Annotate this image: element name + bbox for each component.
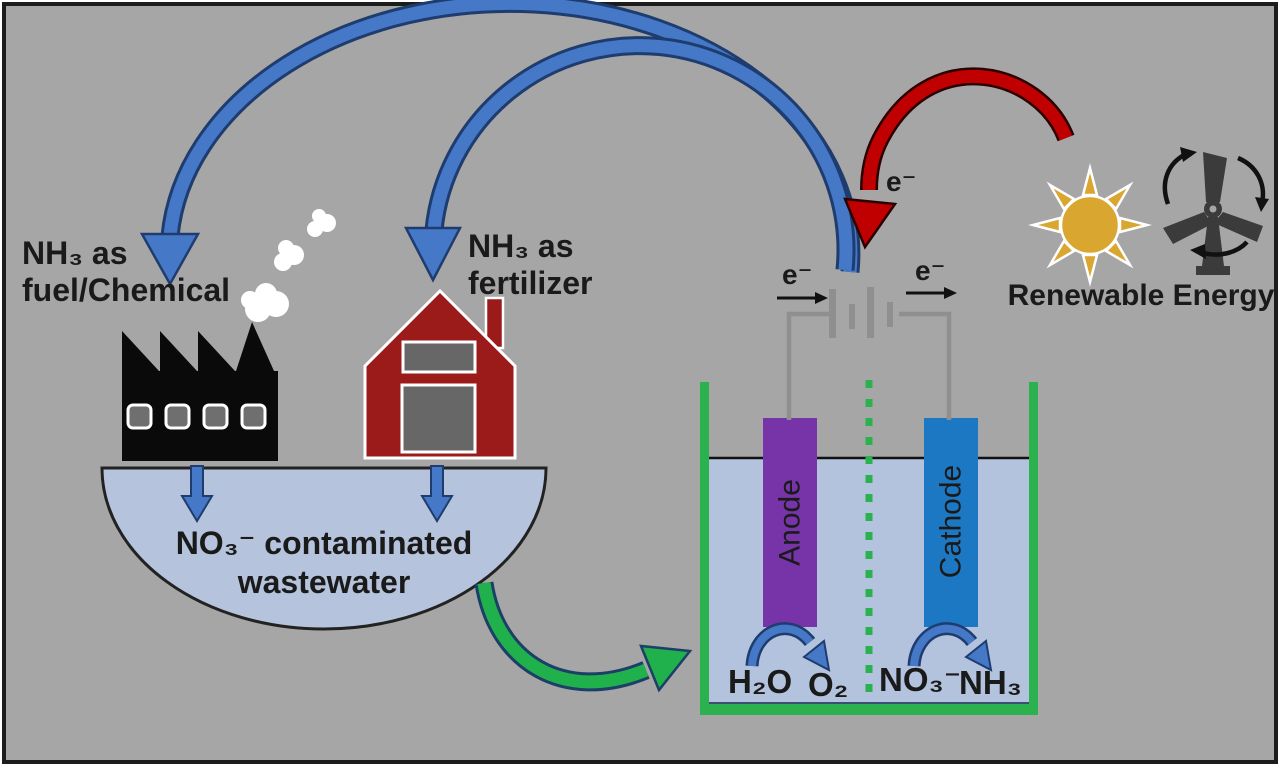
smoke-puff bbox=[312, 209, 326, 223]
circuit bbox=[777, 287, 957, 420]
arrow-shaft bbox=[910, 624, 976, 667]
turbine-hub-hole bbox=[1209, 205, 1217, 213]
label-renewable-energy: Renewable Energy bbox=[1007, 279, 1275, 312]
rotation-arrowhead bbox=[1180, 147, 1197, 162]
label-wastewater: NO₃⁻ contaminated wastewater bbox=[124, 524, 524, 602]
turbine-blade bbox=[1203, 152, 1227, 202]
rotation-arrowhead bbox=[1255, 197, 1269, 212]
sun-ray bbox=[1118, 216, 1152, 234]
arrow-ammonia-to-fertilizer bbox=[403, 36, 856, 283]
anode-electrode bbox=[763, 418, 817, 627]
label-electron-right: e⁻ bbox=[915, 255, 946, 286]
label-nh3-fuel-line2: fuel/Chemical bbox=[22, 272, 231, 308]
turbine-blade bbox=[1163, 212, 1212, 244]
rotation-arrowhead bbox=[1190, 244, 1206, 259]
house-icon bbox=[363, 288, 517, 460]
label-wastewater-line1: NO₃⁻ contaminated bbox=[175, 525, 473, 561]
factory-window bbox=[126, 403, 153, 430]
smoke-puff bbox=[255, 283, 277, 305]
arrowhead bbox=[639, 644, 693, 693]
arrowhead bbox=[843, 197, 898, 250]
wind-turbine-icon bbox=[1162, 147, 1269, 275]
rotation-arrow bbox=[1237, 155, 1266, 204]
factory-window bbox=[240, 403, 267, 430]
battery-plate-long bbox=[829, 289, 836, 338]
arrow-no3-to-nh3 bbox=[907, 622, 993, 672]
label-wastewater-line2: wastewater bbox=[237, 564, 411, 601]
factory-icon bbox=[122, 322, 278, 461]
arrow-shaft bbox=[748, 624, 814, 667]
factory-roof bbox=[160, 331, 197, 371]
arrowhead bbox=[802, 639, 831, 672]
electrochemical-cell bbox=[700, 380, 1038, 715]
arrow-factory-to-bowl bbox=[180, 465, 214, 523]
wire-right bbox=[899, 311, 952, 420]
wire-left bbox=[786, 311, 829, 420]
rotation-arrow bbox=[1162, 151, 1188, 205]
house-door bbox=[400, 383, 477, 454]
label-cathode: Cathode bbox=[934, 464, 968, 579]
arrow-renewable-to-cell bbox=[843, 67, 1075, 250]
label-anode: Anode bbox=[773, 479, 807, 566]
smoke-puff bbox=[241, 291, 259, 309]
turbine-base bbox=[1196, 266, 1230, 275]
arrowhead bbox=[139, 232, 201, 287]
factory-roof bbox=[198, 331, 235, 371]
sun-icon bbox=[1028, 163, 1152, 287]
label-h2o: H₂O bbox=[728, 663, 793, 700]
factory-chimney bbox=[236, 322, 274, 371]
arrow-wastewater-to-cell bbox=[474, 581, 693, 693]
arrow-shaft bbox=[862, 69, 1073, 191]
battery-plate-short bbox=[849, 304, 855, 329]
battery-plate-short bbox=[887, 302, 893, 327]
label-nh3-fertilizer-line2: fertilizer bbox=[468, 265, 593, 301]
label-nh3-product: NH₃ bbox=[959, 664, 1022, 701]
factory-roof bbox=[122, 331, 159, 371]
sun-core bbox=[1059, 194, 1121, 256]
label-no3: NO₃⁻ bbox=[879, 661, 962, 698]
cell-wall-bottom bbox=[700, 704, 1038, 715]
arrow-shaft bbox=[477, 581, 649, 689]
arrow-house-to-bowl bbox=[420, 465, 454, 523]
battery-icon bbox=[829, 287, 893, 338]
arrowhead bbox=[403, 226, 463, 283]
arrow-shaft bbox=[427, 39, 853, 271]
smoke-icon bbox=[241, 209, 336, 322]
cell-wall-right bbox=[1029, 382, 1038, 712]
factory-window bbox=[202, 403, 229, 430]
label-nh3-fuel-line1: NH₃ as bbox=[22, 235, 128, 271]
label-electron-renewable: e⁻ bbox=[886, 166, 917, 197]
factory-window bbox=[164, 403, 191, 430]
house-window-upper bbox=[401, 340, 477, 374]
cathode-electrode bbox=[924, 418, 978, 627]
cell-wall-left bbox=[700, 382, 709, 712]
electron-flow-arrowhead-right bbox=[944, 287, 957, 299]
sun-ray bbox=[1081, 253, 1099, 287]
smoke-puff bbox=[278, 240, 294, 256]
turbine-blade bbox=[1214, 212, 1263, 242]
label-o2: O₂ bbox=[808, 666, 849, 703]
arrow-h2o-to-o2 bbox=[745, 622, 831, 672]
electron-flow-arrowhead-left bbox=[815, 292, 828, 304]
label-nh3-fertilizer-line1: NH₃ as bbox=[468, 228, 574, 264]
sun-ray bbox=[1028, 216, 1062, 234]
arrowhead bbox=[964, 639, 993, 672]
battery-plate-long bbox=[867, 287, 874, 338]
label-electron-left: e⁻ bbox=[782, 259, 813, 290]
sun-ray bbox=[1081, 163, 1099, 197]
